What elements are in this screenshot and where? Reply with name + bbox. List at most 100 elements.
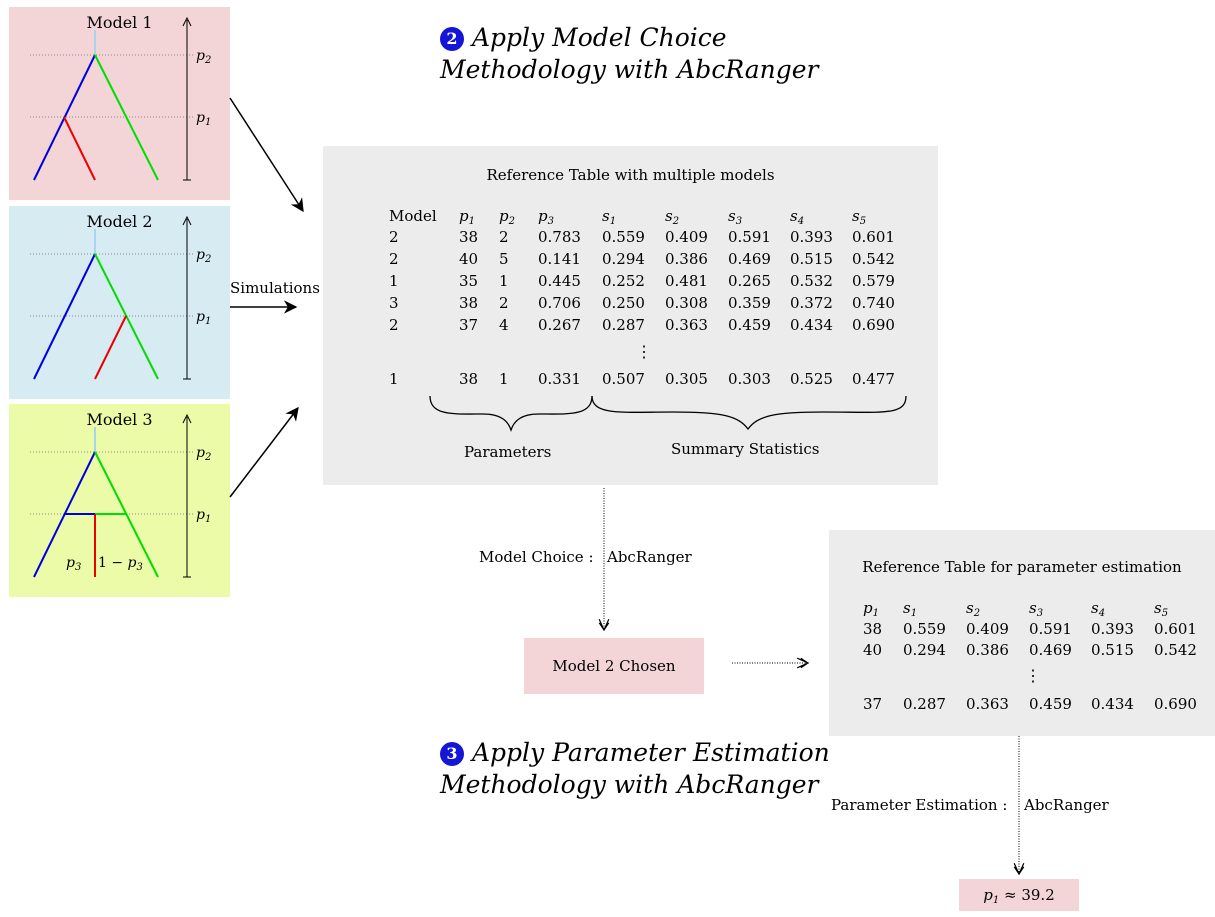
label-p2: p2 <box>196 445 211 463</box>
table-cell: 4 <box>499 316 509 334</box>
table-cell: 2 <box>499 294 509 312</box>
model-choice-tool-label: AbcRanger <box>607 548 692 566</box>
param-cell: 0.459 <box>1029 695 1072 713</box>
param-est-tool-label: AbcRanger <box>1024 796 1109 814</box>
model-1-title: Model 1 <box>86 13 153 32</box>
param-cell: 37 <box>863 695 883 713</box>
table-cell: 1 <box>389 370 399 388</box>
param-header-s3: s3 <box>1029 599 1044 619</box>
step-3-line1: Apply Parameter Estimation <box>472 738 830 767</box>
table-cell: 0.601 <box>852 228 895 246</box>
table-cell: 0.507 <box>602 370 645 388</box>
table-cell: 0.267 <box>538 316 581 334</box>
table-cell: 0.445 <box>538 272 581 290</box>
model-2-title: Model 2 <box>86 212 153 231</box>
table-cell: 35 <box>459 272 479 290</box>
table-cell: 0.252 <box>602 272 645 290</box>
param-est-label: Parameter Estimation : <box>831 796 1008 814</box>
table-cell: 0.740 <box>852 294 895 312</box>
param-cell: 0.469 <box>1029 641 1072 659</box>
reference-table-panel: Reference Table with multiple models Mod… <box>323 146 938 485</box>
table-header-p1: p1 <box>459 207 475 227</box>
param-cell: 0.409 <box>966 620 1009 638</box>
step-3-line2: Methodology with AbcRanger <box>440 770 819 799</box>
reference-table-title: Reference Table with multiple models <box>486 166 775 184</box>
label-p1: p1 <box>196 507 211 525</box>
step-3-heading: 3 Apply Parameter Estimation Methodology … <box>440 737 830 801</box>
table-cell: 0.579 <box>852 272 895 290</box>
step-2-line1: Apply Model Choice <box>472 23 727 52</box>
step-2-line2: Methodology with AbcRanger <box>440 55 819 84</box>
arrow-model-3 <box>229 406 299 498</box>
table-cell: 0.559 <box>602 228 645 246</box>
brace-label-parameters: Parameters <box>464 443 552 461</box>
table-cell: 0.294 <box>602 250 645 268</box>
param-cell: 0.434 <box>1091 695 1134 713</box>
parameter-table-title: Reference Table for parameter estimation <box>862 558 1182 576</box>
label-p2: p2 <box>196 48 211 66</box>
table-cell: 1 <box>499 272 509 290</box>
param-cell: 0.690 <box>1154 695 1197 713</box>
table-header-p2: p2 <box>499 207 515 227</box>
label-p1: p1 <box>196 309 211 327</box>
table-header-Model: Model <box>389 207 437 225</box>
table-cell: 38 <box>459 228 479 246</box>
param-header-s5: s5 <box>1154 599 1169 619</box>
table-cell: 0.287 <box>602 316 645 334</box>
table-cell: 1 <box>389 272 399 290</box>
branch-red <box>63 116 96 181</box>
table-cell: 0.359 <box>728 294 771 312</box>
label-p3: p3 <box>66 555 81 573</box>
model-choice-label: Model Choice : <box>479 548 594 566</box>
branch-green <box>94 451 159 578</box>
table-header-p3: p3 <box>538 207 554 227</box>
table-header-s4: s4 <box>790 207 805 227</box>
model-chosen-label: Model 2 Chosen <box>552 657 676 675</box>
brace-summary-statistics <box>591 395 907 431</box>
result-box: p1 ≈ 39.2 <box>959 879 1079 911</box>
table-cell: 0.706 <box>538 294 581 312</box>
table-cell: 5 <box>499 250 509 268</box>
arrow-model-1 <box>229 97 304 213</box>
table-cell: 0.386 <box>665 250 708 268</box>
table-cell: 2 <box>389 316 399 334</box>
model-3-box: Model 3 <box>9 404 230 597</box>
table-cell: 40 <box>459 250 479 268</box>
branch-red <box>94 315 127 380</box>
table-cell: 0.459 <box>728 316 771 334</box>
table-cell: 0.250 <box>602 294 645 312</box>
table-header-s1: s1 <box>602 207 617 227</box>
table-cell: 0.525 <box>790 370 833 388</box>
scale-arrow-icon <box>182 215 192 226</box>
table-ellipsis: ⋮ <box>636 342 652 361</box>
model-chosen-box: Model 2 Chosen <box>524 638 704 694</box>
table-cell: 0.783 <box>538 228 581 246</box>
branch-green <box>94 54 159 181</box>
table-cell: 2 <box>389 250 399 268</box>
param-cell: 0.601 <box>1154 620 1197 638</box>
table-cell: 0.515 <box>790 250 833 268</box>
table-cell: 0.409 <box>665 228 708 246</box>
table-cell: 0.303 <box>728 370 771 388</box>
table-cell: 37 <box>459 316 479 334</box>
table-cell: 0.434 <box>790 316 833 334</box>
label-p1: p1 <box>196 110 211 128</box>
table-cell: 0.265 <box>728 272 771 290</box>
simulations-label: Simulations <box>230 279 320 297</box>
brace-parameters <box>429 395 593 433</box>
step-3-number: 3 <box>440 742 464 766</box>
table-cell: 0.363 <box>665 316 708 334</box>
parameter-table-panel: Reference Table for parameter estimation… <box>829 530 1215 736</box>
param-ellipsis: ⋮ <box>1025 666 1041 685</box>
param-header-s1: s1 <box>903 599 918 619</box>
param-cell: 0.386 <box>966 641 1009 659</box>
label-p2: p2 <box>196 247 211 265</box>
table-cell: 0.690 <box>852 316 895 334</box>
param-cell: 0.542 <box>1154 641 1197 659</box>
table-cell: 0.542 <box>852 250 895 268</box>
param-header-p1: p1 <box>863 599 879 619</box>
param-cell: 0.393 <box>1091 620 1134 638</box>
